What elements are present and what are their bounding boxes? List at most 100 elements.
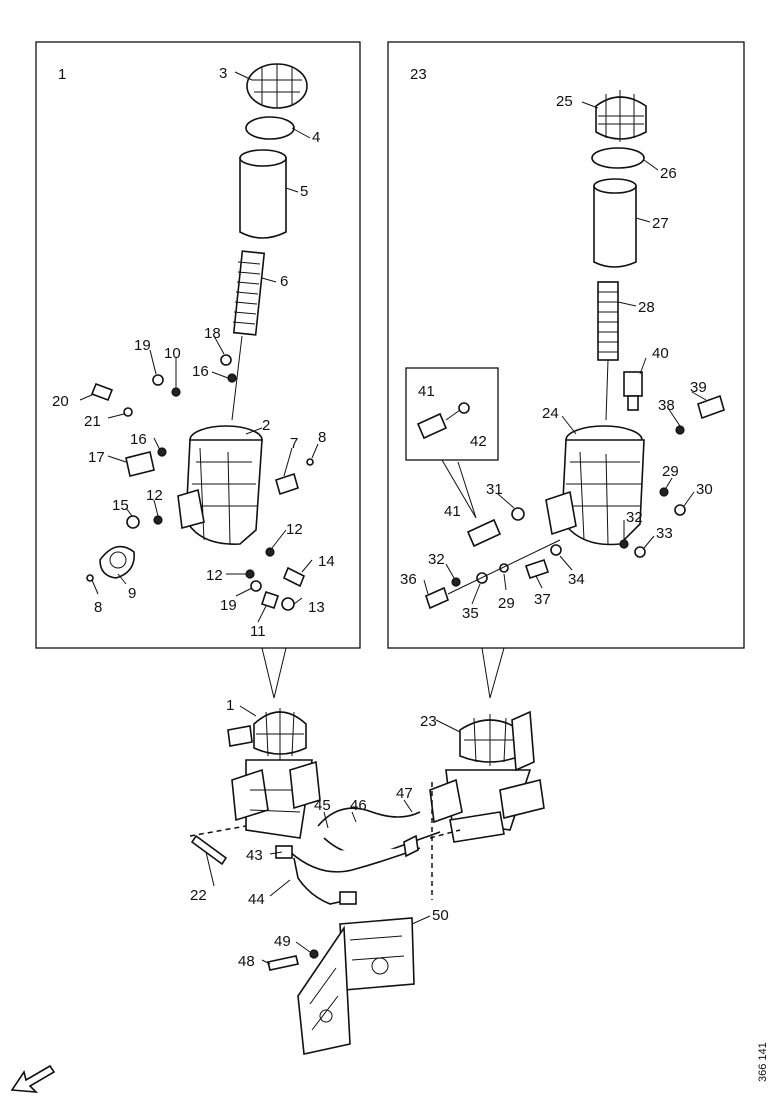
callout-40: 40 bbox=[652, 345, 669, 362]
callout-29-bottom: 29 bbox=[498, 595, 515, 612]
part-37 bbox=[524, 558, 550, 580]
inset-frame bbox=[405, 367, 499, 461]
part-41 bbox=[466, 518, 502, 548]
panel-right-label: 23 bbox=[410, 66, 427, 83]
part-17 bbox=[125, 451, 155, 477]
part-14 bbox=[282, 566, 306, 588]
panel-left-frame bbox=[35, 41, 361, 649]
callout-50: 50 bbox=[432, 907, 449, 924]
callout-4: 4 bbox=[312, 129, 320, 146]
callout-7: 7 bbox=[290, 435, 298, 452]
callout-10: 10 bbox=[164, 345, 181, 362]
part-29-right bbox=[659, 487, 669, 497]
callout-21: 21 bbox=[84, 413, 101, 430]
pipe-44 bbox=[293, 857, 349, 905]
callout-19-bottom: 19 bbox=[220, 597, 237, 614]
callout-22: 22 bbox=[190, 887, 207, 904]
callout-13: 13 bbox=[308, 599, 325, 616]
callout-18: 18 bbox=[204, 325, 221, 342]
part-13 bbox=[281, 597, 295, 611]
callout-30: 30 bbox=[696, 481, 713, 498]
callout-25: 25 bbox=[556, 93, 573, 110]
filter-cap-3 bbox=[246, 63, 308, 109]
callout-6: 6 bbox=[280, 273, 288, 290]
callout-37: 37 bbox=[534, 591, 551, 608]
pipe-44-end bbox=[275, 845, 293, 859]
callout-20: 20 bbox=[52, 393, 69, 410]
part-11 bbox=[260, 590, 280, 610]
part-12-right bbox=[265, 547, 275, 557]
part-31 bbox=[511, 507, 525, 521]
part-12-bottom bbox=[245, 569, 255, 579]
callout-12-left: 12 bbox=[146, 487, 163, 504]
panel-left-pointer bbox=[261, 647, 287, 699]
panel-left-label: 1 bbox=[58, 66, 66, 83]
panel-right: 23 41 42 bbox=[387, 41, 745, 699]
part-8-bottom bbox=[86, 574, 94, 582]
callout-1: 1 bbox=[226, 697, 234, 714]
sensor-40 bbox=[623, 371, 643, 411]
part-38 bbox=[675, 425, 685, 435]
filter-housing-2 bbox=[177, 425, 263, 545]
cover-9 bbox=[99, 545, 135, 579]
o-ring-26 bbox=[591, 147, 645, 169]
panel-left: 1 bbox=[35, 41, 361, 699]
panel-right-frame bbox=[387, 41, 745, 649]
part-15 bbox=[126, 515, 140, 529]
callout-35: 35 bbox=[462, 605, 479, 622]
bolt-48 bbox=[267, 955, 299, 971]
callout-49: 49 bbox=[274, 933, 291, 950]
part-49 bbox=[309, 949, 319, 959]
spring-6 bbox=[231, 250, 266, 421]
callout-8-bottom: 8 bbox=[94, 599, 102, 616]
part-36 bbox=[425, 586, 449, 610]
part-30 bbox=[674, 504, 686, 516]
assembly-filter-1 bbox=[227, 708, 321, 839]
part-34 bbox=[550, 544, 562, 556]
part-19-bottom bbox=[250, 580, 262, 592]
pipe-43 bbox=[289, 847, 421, 873]
callout-19-top: 19 bbox=[134, 337, 151, 354]
pipe-46 bbox=[317, 807, 421, 827]
callout-14: 14 bbox=[318, 553, 335, 570]
callout-12-right: 12 bbox=[286, 521, 303, 538]
panel-right-pointer bbox=[481, 647, 505, 699]
drawing-code: 366 141 bbox=[757, 1042, 769, 1082]
part-8-top bbox=[306, 458, 314, 466]
part-32-left bbox=[451, 577, 461, 587]
part-19-top bbox=[152, 374, 164, 386]
inset-label-42: 42 bbox=[470, 433, 487, 450]
callout-32-left: 32 bbox=[428, 551, 445, 568]
callout-34: 34 bbox=[568, 571, 585, 588]
callout-12-bottom: 12 bbox=[206, 567, 223, 584]
part-16-top bbox=[227, 373, 237, 383]
bracket-50 bbox=[297, 917, 415, 1055]
callout-32-right: 32 bbox=[626, 509, 643, 526]
filter-element-27 bbox=[593, 178, 637, 268]
callout-3: 3 bbox=[219, 65, 227, 82]
part-20 bbox=[90, 382, 114, 402]
callout-9: 9 bbox=[128, 585, 136, 602]
callout-44: 44 bbox=[248, 891, 265, 908]
filter-cap-25 bbox=[595, 90, 647, 142]
filter-element-5 bbox=[239, 149, 287, 239]
bolt-22 bbox=[190, 834, 228, 866]
callout-31: 31 bbox=[486, 481, 503, 498]
callout-16-top: 16 bbox=[192, 363, 209, 380]
callout-8-top: 8 bbox=[318, 429, 326, 446]
callout-16-left: 16 bbox=[130, 431, 147, 448]
callout-28: 28 bbox=[638, 299, 655, 316]
callout-33: 33 bbox=[656, 525, 673, 542]
callout-38: 38 bbox=[658, 397, 675, 414]
part-21 bbox=[123, 407, 133, 417]
pipe-44-end-right bbox=[339, 891, 357, 905]
filter-housing-24 bbox=[545, 425, 645, 546]
callout-26: 26 bbox=[660, 165, 677, 182]
part-7 bbox=[275, 472, 299, 496]
inset-box: 41 42 bbox=[405, 367, 499, 519]
bottom-assembly: 1 23 45 46 47 43 22 44 50 49 48 bbox=[189, 697, 545, 1055]
inset-label-41: 41 bbox=[418, 383, 435, 400]
callout-15: 15 bbox=[112, 497, 129, 514]
part-12-left bbox=[153, 515, 163, 525]
